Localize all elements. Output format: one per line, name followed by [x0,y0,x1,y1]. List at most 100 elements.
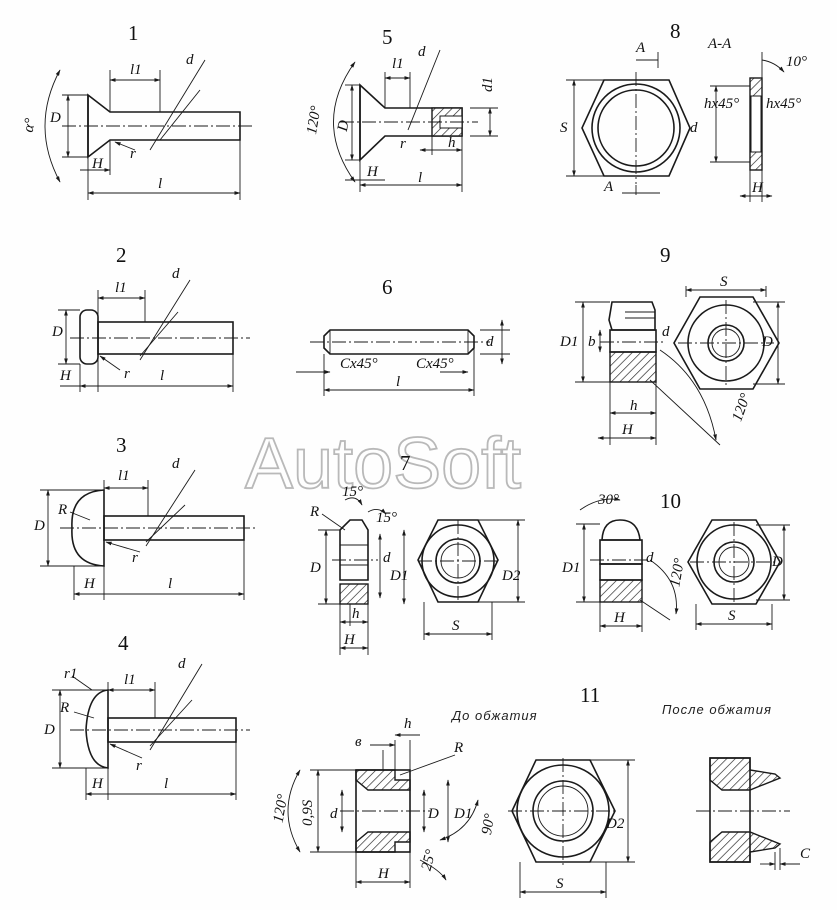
label-D: D [335,119,353,134]
label-d: d [172,266,180,282]
label-chamfer-right: Cx45° [416,356,454,372]
label-alpha: α° [21,117,39,133]
label-D: D [427,806,439,822]
label-30: 30° [597,492,619,508]
figure-number: 11 [580,683,600,707]
figure-number: 1 [128,21,139,45]
label-A-top: A [635,40,646,56]
label-D: D [49,110,61,126]
label-l1: l1 [115,280,127,296]
label-hx45-right: hx45° [766,96,801,112]
label-D: D [309,560,321,576]
label-H: H [83,576,96,592]
label-D: D [33,518,45,534]
figure-1: 1 D H r l1 d l α° [21,21,255,200]
label-h: h [448,135,456,151]
label-S: S [556,876,564,892]
watermark: AutoSoft [245,424,521,504]
label-120: 120° [730,391,755,423]
figure-number: 6 [382,275,393,299]
label-H: H [59,368,72,384]
label-d: d [330,806,338,822]
label-H: H [621,422,634,438]
caption-before-crimping: До обжатия [450,708,538,723]
label-b: b [588,334,596,350]
label-H: H [613,610,626,626]
label-r1: r1 [64,666,77,682]
label-H: H [91,156,104,172]
figure-number: 5 [382,25,393,49]
label-v: в [355,734,362,750]
label-0-9S: 0,9S [300,799,316,826]
label-r: r [132,550,138,566]
label-H: H [366,164,379,180]
figure-7: 7 R 15° 15° D d D1 h [309,451,525,655]
figure-9: 9 S D1 b d D h H 120° [559,243,785,446]
label-chamfer-left: Cx45° [340,356,378,372]
label-S: S [560,120,568,136]
label-d: d [186,52,194,68]
label-D: D [43,722,55,738]
label-120: 120° [304,105,325,136]
label-10: 10° [786,54,807,70]
label-S: S [452,618,460,634]
label-l: l [164,776,168,792]
label-R: R [59,700,69,716]
label-R: R [57,502,67,518]
label-d: d [178,656,186,672]
label-r: r [136,758,142,774]
figure-6: 6 Cx45° Cx45° d l [296,275,510,396]
label-R: R [453,740,463,756]
label-S: S [720,274,728,290]
figure-number: 10 [660,489,681,513]
label-l: l [396,374,400,390]
label-25: 25° [419,848,440,872]
label-hx45-left: hx45° [704,96,739,112]
caption-after-crimping: После обжатия [662,702,772,717]
label-D1: D1 [453,806,472,822]
label-D1: D1 [561,560,580,576]
label-d1: d1 [480,77,496,92]
label-H: H [751,180,764,196]
label-R: R [309,504,319,520]
label-d: d [486,334,494,350]
label-D2: D2 [501,568,521,584]
figure-number: 3 [116,433,127,457]
figure-3: 3 D R H r l1 d l [33,433,258,600]
label-D2: D2 [605,816,625,832]
label-90: 90° [479,813,498,836]
figure-number: 8 [670,19,681,43]
label-d: d [418,44,426,60]
label-d: d [690,120,698,136]
figure-4: 4 r1 R D H r l1 d l [43,631,250,800]
label-d: d [383,550,391,566]
label-15-right: 15° [376,510,397,526]
label-l1: l1 [130,62,142,78]
label-D: D [51,324,63,340]
figure-2: 2 D H r l1 d l [51,243,250,392]
figure-10: 10 30° D1 d H 120° D S [561,489,790,632]
label-D1: D1 [389,568,408,584]
label-D: D [771,554,783,570]
label-l1: l1 [392,56,404,72]
label-h: h [404,716,412,732]
label-A-bottom: A [603,179,614,195]
figure-11: 11 До обжатия После обжатия в h R 120° 0… [271,683,811,898]
label-H: H [377,866,390,882]
label-l: l [168,576,172,592]
label-H: H [91,776,104,792]
label-d: d [172,456,180,472]
figure-number: 7 [400,451,411,475]
label-C: C [800,846,811,862]
label-r: r [124,366,130,382]
figure-8: 8 A A A-A 10° S d hx45° hx45° H [560,19,807,202]
label-l: l [418,170,422,186]
label-120: 120° [667,557,688,588]
label-h: h [352,606,360,622]
label-S: S [728,608,736,624]
label-l: l [158,176,162,192]
figure-5: 5 120° D H r l1 d d1 h l [304,25,498,192]
label-section: A-A [707,36,732,52]
